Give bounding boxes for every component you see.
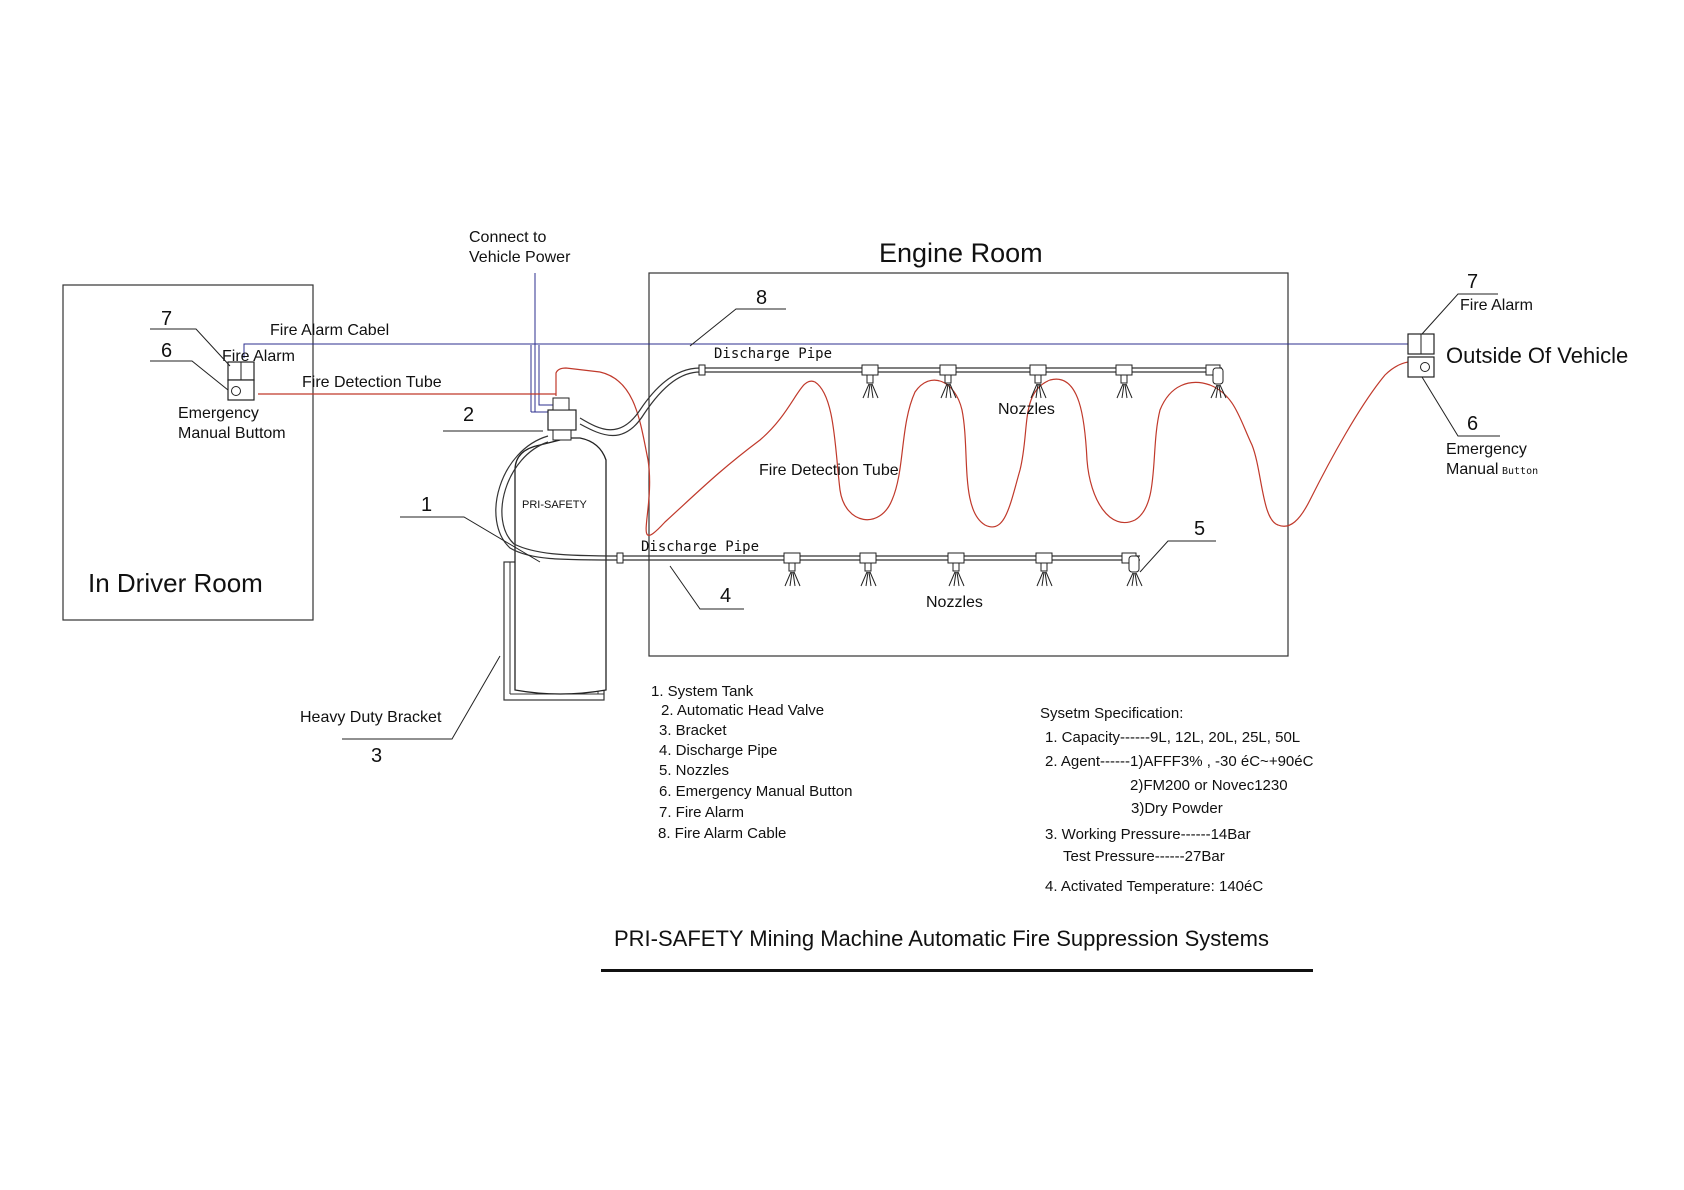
system-specification: Sysetm Specification: 1. Capacity------9… [1040, 705, 1314, 895]
system-tank [514, 437, 607, 695]
emergency-right-label-2a: Manual [1446, 461, 1498, 478]
nozzle-top-5 [1205, 364, 1227, 399]
driver-room-box [62, 284, 314, 621]
emergency-right-label-1: Emergency [1446, 441, 1527, 458]
spec-line: 2)FM200 or Novec1230 [1130, 777, 1288, 794]
parts-list-item: 6. Emergency Manual Button [659, 783, 852, 800]
nozzles-bottom-label: Nozzles [926, 594, 983, 611]
callout-3: 3 [342, 655, 501, 767]
nozzle-top-1 [861, 364, 879, 399]
automatic-head-valve [547, 409, 577, 431]
nozzle-bottom-1 [783, 552, 801, 587]
nozzle-bottom-3 [947, 552, 965, 587]
callout-number-3: 3 [371, 745, 382, 767]
head-valve-neck [552, 429, 572, 441]
fire-alarm-left-label: Fire Alarm [222, 348, 295, 365]
callout-number-6-right: 6 [1467, 413, 1478, 435]
emergency-left-label-2: Manual Buttom [178, 425, 286, 442]
outside-vehicle-title: Outside Of Vehicle [1446, 343, 1628, 368]
tank-brand-label: PRI-SAFETY [522, 499, 587, 511]
callout-6-right: 6 [1421, 376, 1500, 437]
fire-detection-tube-head [555, 367, 601, 396]
discharge-pipe-top-inner [579, 371, 1222, 437]
spec-line: 2. Agent------1)AFFF3% , -30 éC~+90éC [1045, 753, 1314, 770]
spec-line: 3)Dry Powder [1131, 800, 1223, 817]
callout-2: 2 [443, 404, 543, 432]
engine-room-title: Engine Room [879, 238, 1043, 268]
head-valve-cap [552, 397, 570, 411]
callout-8: 8 [689, 287, 786, 347]
fire-alarm-cabel-label: Fire Alarm Cabel [270, 322, 389, 339]
callout-number-8: 8 [756, 287, 767, 309]
discharge-pipe-bottom [495, 435, 1140, 561]
nozzle-bottom-5 [1121, 552, 1143, 587]
title-underline [601, 969, 1313, 972]
discharge-pipe-top-fitting [698, 364, 706, 376]
vehicle-power-lead-3 [538, 345, 556, 406]
callout-number-4: 4 [720, 585, 731, 607]
discharge-pipe-top-label: Discharge Pipe [714, 346, 832, 362]
connect-power-label-1: Connect to [469, 229, 546, 246]
emergency-button-left-knob [231, 386, 241, 396]
driver-room-title: In Driver Room [88, 568, 263, 598]
fire-detection-tube-label: Fire Detection Tube [302, 374, 442, 391]
spec-line: 4. Activated Temperature: 140éC [1045, 878, 1263, 895]
parts-list-item: 2. Automatic Head Valve [661, 702, 824, 719]
parts-list-item: 5. Nozzles [659, 762, 729, 779]
discharge-pipe-bottom-inner [501, 441, 1140, 557]
fire-alarm-cable [243, 343, 1408, 358]
spec-line: 3. Working Pressure------14Bar [1045, 826, 1251, 843]
emergency-left-label-1: Emergency [178, 405, 259, 422]
callout-number-6-left: 6 [161, 340, 172, 362]
parts-list-item: 8. Fire Alarm Cable [658, 825, 786, 842]
fire-detection-tube-engine [599, 361, 1411, 536]
fire-detection-tube-engine-label: Fire Detection Tube [759, 462, 899, 479]
callout-6-left: 6 [150, 340, 229, 391]
fire-alarm-right-label: Fire Alarm [1460, 297, 1533, 314]
nozzle-top-4 [1115, 364, 1133, 399]
spec-heading: Sysetm Specification: [1040, 705, 1183, 722]
callout-number-1: 1 [421, 494, 432, 516]
callout-number-5: 5 [1194, 518, 1205, 540]
parts-list: 1. System Tank 2. Automatic Head Valve 3… [651, 683, 852, 842]
nozzle-bottom-4 [1035, 552, 1053, 587]
parts-list-item: 7. Fire Alarm [659, 804, 744, 821]
parts-list-item: 1. System Tank [651, 683, 754, 700]
discharge-pipe-bottom-fitting [616, 552, 624, 564]
callout-1: 1 [400, 494, 541, 563]
connect-power-label-2: Vehicle Power [469, 249, 571, 266]
parts-list-item: 3. Bracket [659, 722, 727, 739]
nozzle-bottom-2 [859, 552, 877, 587]
spec-line: Test Pressure------27Bar [1063, 848, 1225, 865]
callout-number-2: 2 [463, 404, 474, 426]
nozzle-top-3 [1029, 364, 1047, 399]
nozzle-top-2 [939, 364, 957, 399]
callout-4: 4 [669, 565, 744, 610]
diagram-title: PRI-SAFETY Mining Machine Automatic Fire… [614, 926, 1269, 951]
discharge-pipe-top [579, 367, 1222, 431]
callout-number-7-left: 7 [161, 308, 172, 330]
nozzles-top-label: Nozzles [998, 401, 1055, 418]
callout-number-7-right: 7 [1467, 271, 1478, 293]
parts-list-item: 4. Discharge Pipe [659, 742, 777, 759]
emergency-button-right-knob [1420, 362, 1430, 372]
emergency-right-label-2b: Button [1502, 466, 1538, 477]
spec-line: 1. Capacity------9L, 12L, 20L, 25L, 50L [1045, 729, 1300, 746]
callout-7-left: 7 [150, 308, 231, 367]
heavy-duty-bracket-label: Heavy Duty Bracket [300, 709, 442, 726]
discharge-pipe-bottom-label: Discharge Pipe [641, 539, 759, 555]
callout-5: 5 [1139, 518, 1216, 573]
callout-7-right: 7 [1421, 271, 1498, 335]
